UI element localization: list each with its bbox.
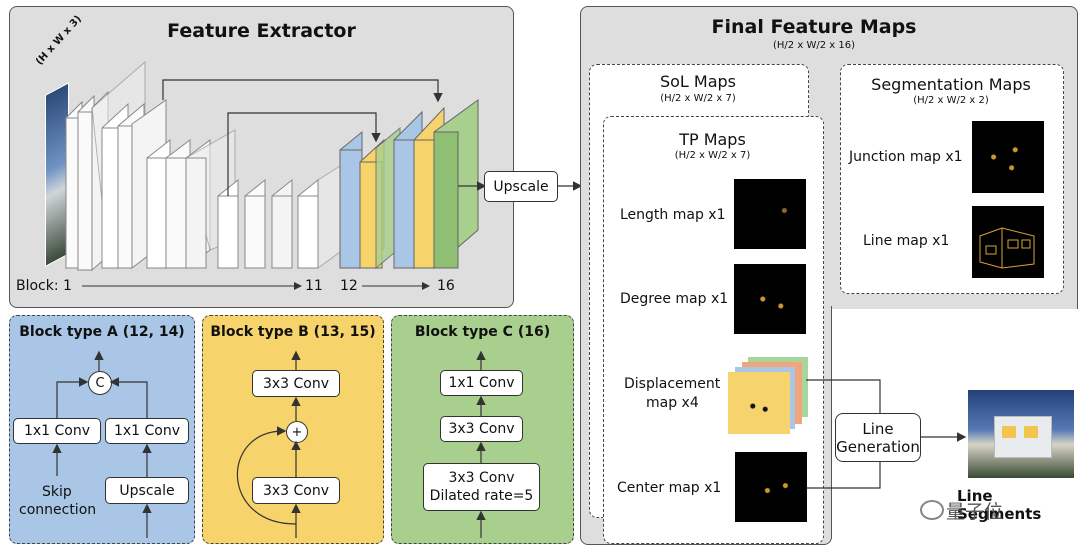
block-b-conv-bottom: 3x3 Conv xyxy=(252,477,340,504)
skip-connection-arrows xyxy=(162,79,443,196)
block-c-conv3-line2: Dilated rate=5 xyxy=(429,488,534,504)
block-c-conv2: 3x3 Conv xyxy=(440,416,523,442)
block-c-conv1: 1x1 Conv xyxy=(440,370,523,396)
line-map-label: Line map x1 xyxy=(863,233,950,249)
center-map-image xyxy=(735,452,807,522)
block-a-upscale: Upscale xyxy=(105,477,189,504)
watermark-icon xyxy=(920,500,944,520)
house-window-2 xyxy=(1024,426,1038,438)
block-axis-12: 12 xyxy=(340,278,358,294)
decoder-slabs xyxy=(339,99,479,270)
junction-map-label: Junction map x1 xyxy=(849,149,963,165)
block-axis-11: 11 xyxy=(305,278,323,294)
final-maps-dim: (H/2 x W/2 x 16) xyxy=(773,40,855,51)
block-axis-16: 16 xyxy=(437,278,455,294)
block-a-conv-left: 1x1 Conv xyxy=(13,418,101,444)
segmentation-maps-title: Segmentation Maps xyxy=(871,75,1031,94)
block-a-concat-label: C xyxy=(95,375,105,391)
sol-maps-dim: (H/2 x W/2 x 7) xyxy=(660,93,736,104)
line-segments-label: Line Segments xyxy=(957,487,1042,523)
junction-map-image xyxy=(972,121,1044,193)
sol-maps-title: SoL Maps xyxy=(659,72,737,91)
degree-map-label: Degree map x1 xyxy=(620,291,729,307)
center-map-label: Center map x1 xyxy=(617,480,722,496)
degree-map-image xyxy=(734,264,806,334)
block-a-concat-node: C xyxy=(88,371,112,395)
displacement-map-label-1: Displacement xyxy=(624,376,721,392)
block-b-add-node: + xyxy=(286,421,308,443)
block-a-title: Block type A (12, 14) xyxy=(19,324,185,340)
block-c-conv3: 3x3 Conv Dilated rate=5 xyxy=(423,463,540,511)
tp-maps-title: TP Maps xyxy=(679,130,746,149)
block-c-title: Block type C (16) xyxy=(414,324,551,340)
block-axis-start: Block: 1 xyxy=(16,278,72,294)
upscale-box: Upscale xyxy=(484,171,558,202)
segmentation-maps-dim: (H/2 x W/2 x 2) xyxy=(913,95,989,106)
length-map-label: Length map x1 xyxy=(620,207,726,223)
line-segments-image xyxy=(968,390,1074,478)
block-b-title: Block type B (13, 15) xyxy=(210,324,376,340)
displacement-map-label-2: map x4 xyxy=(646,395,699,411)
line-generation-line2: Generation xyxy=(836,437,920,456)
watermark-text: 量子位 xyxy=(946,501,1004,523)
feature-extractor-title: Feature Extractor xyxy=(167,20,356,42)
block-b-add-label: + xyxy=(291,424,303,440)
block-b-conv-top: 3x3 Conv xyxy=(252,370,340,397)
line-map-drawing xyxy=(979,227,1035,269)
line-map-image xyxy=(972,206,1044,278)
block-a-conv-right: 1x1 Conv xyxy=(105,418,189,444)
tp-maps-dim: (H/2 x W/2 x 7) xyxy=(674,150,751,161)
displacement-stack-yellow xyxy=(728,372,790,434)
final-maps-title: Final Feature Maps xyxy=(711,16,917,38)
encoder-slabs xyxy=(65,60,341,272)
line-generation-line1: Line xyxy=(862,419,894,438)
block-c-conv3-line1: 3x3 Conv xyxy=(448,470,515,486)
block-a-skip-line1: Skip xyxy=(42,484,72,500)
length-map-image xyxy=(734,179,806,249)
house-window xyxy=(1002,426,1016,438)
line-generation-box: Line Generation xyxy=(835,413,921,462)
block-a-skip-line2: connection xyxy=(19,502,97,518)
